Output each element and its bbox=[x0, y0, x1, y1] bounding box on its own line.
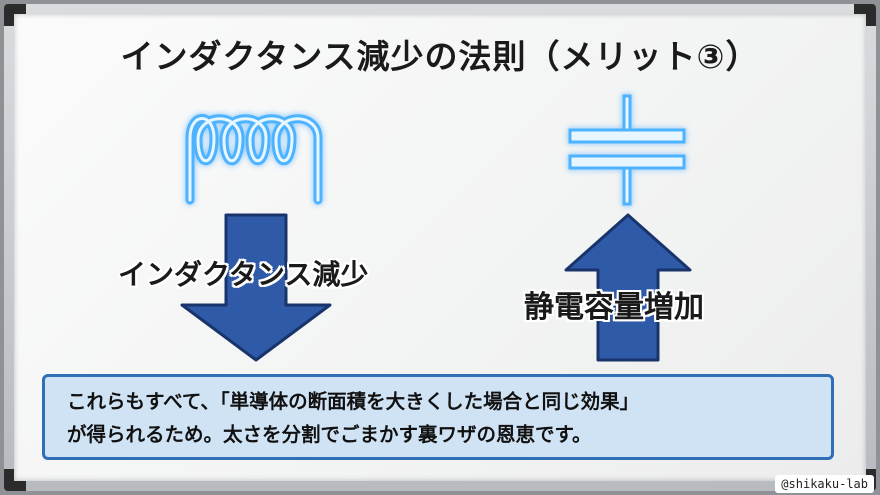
up-arrow-icon bbox=[564, 213, 692, 362]
explanation-box: これらもすべて、「単導体の断面積を大きくした場合と同じ効果」 が得られるため。太… bbox=[42, 374, 834, 460]
inductance-decrease-label: インダクタンス減少 bbox=[118, 258, 369, 291]
capacitance-increase-label: 静電容量増加 bbox=[524, 290, 704, 325]
coil-icon bbox=[185, 114, 323, 205]
capacitor-icon bbox=[568, 94, 686, 206]
credit-tag: @shikaku-lab bbox=[775, 475, 874, 493]
explanation-line-2: が得られるため。太さを分割でごまかす裏ワザの恩恵です。 bbox=[67, 423, 592, 446]
page-title: インダクタンス減少の法則（メリット③） bbox=[120, 37, 760, 76]
explanation-line-1: これらもすべて、「単導体の断面積を大きくした場合と同じ効果」 bbox=[67, 390, 640, 413]
down-arrow-icon bbox=[180, 213, 332, 362]
